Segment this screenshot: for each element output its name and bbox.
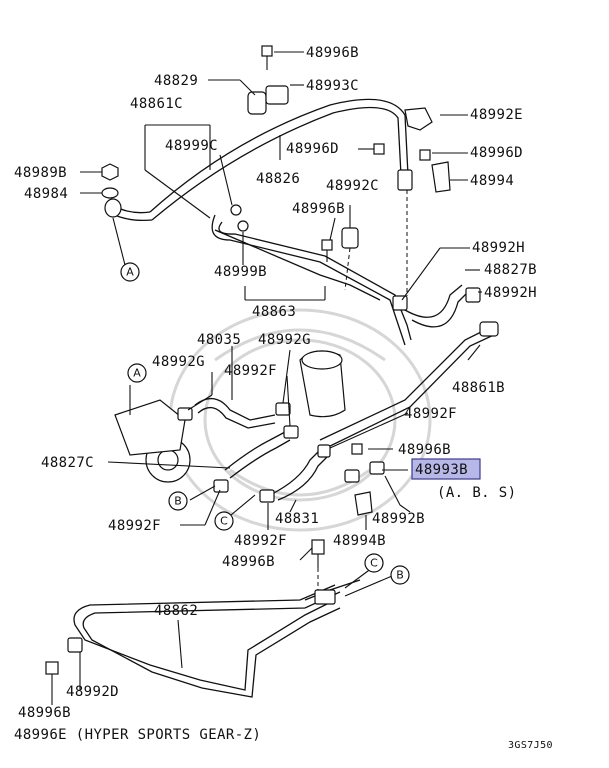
p-48996d-right[interactable]: 48996D [470, 145, 523, 161]
p-48992f-left[interactable]: 48992F [108, 518, 161, 534]
callout-c-right: C [364, 553, 384, 573]
svg-text:A: A [126, 266, 134, 279]
svg-text:B: B [174, 495, 182, 508]
p-48861b[interactable]: 48861B [452, 380, 505, 396]
p-48996b-lower[interactable]: 48996B [398, 442, 451, 458]
hyper-sports-note: 48996E (HYPER SPORTS GEAR-Z) [14, 727, 261, 743]
p-48993c[interactable]: 48993C [306, 78, 359, 94]
component-shapes [45, 45, 499, 675]
callout-markers: A A B C C B [120, 262, 410, 585]
p-48992e[interactable]: 48992E [470, 107, 523, 123]
p-48999c[interactable]: 48999C [165, 138, 218, 154]
abs-note: (A. B. S) [437, 485, 516, 501]
p-48831[interactable]: 48831 [275, 511, 319, 527]
p-48829[interactable]: 48829 [154, 73, 198, 89]
callout-c-left: C [214, 511, 234, 531]
p-48992g-mid[interactable]: 48992G [258, 332, 311, 348]
svg-text:B: B [396, 569, 404, 582]
p-48862[interactable]: 48862 [154, 603, 198, 619]
p-48992f-mid[interactable]: 48992F [224, 363, 277, 379]
pipe-network [73, 98, 499, 698]
notes: (A. B. S) 48996E (HYPER SPORTS GEAR-Z) 3… [14, 485, 553, 751]
diagram-code: 3GS7J50 [508, 740, 553, 751]
p-48992f-bottom[interactable]: 48992F [234, 533, 287, 549]
svg-text:C: C [370, 557, 378, 570]
p-48994b[interactable]: 48994B [333, 533, 386, 549]
p-48827c[interactable]: 48827C [41, 455, 94, 471]
p-48989b[interactable]: 48989B [14, 165, 67, 181]
p-48996d-mid[interactable]: 48996D [286, 141, 339, 157]
p-48994[interactable]: 48994 [470, 173, 514, 189]
p-48996b-leftbottom[interactable]: 48996B [18, 705, 71, 721]
callout-a-lower: A [127, 363, 147, 383]
dashed-guides [317, 190, 408, 590]
p-48992h-right[interactable]: 48992H [484, 285, 537, 301]
p-48996b-mid[interactable]: 48996B [292, 201, 345, 217]
p-48999b[interactable]: 48999B [214, 264, 267, 280]
p-48996b-bottom[interactable]: 48996B [222, 554, 275, 570]
callout-a-upper: A [120, 262, 140, 282]
svg-text:A: A [133, 367, 141, 380]
leader-lines [51, 51, 482, 705]
p-48993b[interactable]: 48993B [415, 462, 468, 478]
p-48992f-right[interactable]: 48992F [404, 406, 457, 422]
highlight-box [411, 458, 481, 480]
callout-b-right: B [390, 565, 410, 585]
p-48992c[interactable]: 48992C [326, 178, 379, 194]
p-48863[interactable]: 48863 [252, 304, 296, 320]
p-48827b[interactable]: 48827B [484, 262, 537, 278]
p-48035[interactable]: 48035 [197, 332, 241, 348]
p-48992h-top[interactable]: 48992H [472, 240, 525, 256]
p-48984[interactable]: 48984 [24, 186, 68, 202]
p-48996b-top[interactable]: 48996B [306, 45, 359, 61]
svg-text:C: C [220, 515, 228, 528]
callout-b-left: B [168, 491, 188, 511]
part-labels: 48996B 48829 48993C 48861C 48992E 48999C… [14, 45, 537, 721]
p-48992d[interactable]: 48992D [66, 684, 119, 700]
p-48861c[interactable]: 48861C [130, 96, 183, 112]
p-48992g-left[interactable]: 48992G [152, 354, 205, 370]
p-48992b[interactable]: 48992B [372, 511, 425, 527]
p-48826[interactable]: 48826 [256, 171, 300, 187]
